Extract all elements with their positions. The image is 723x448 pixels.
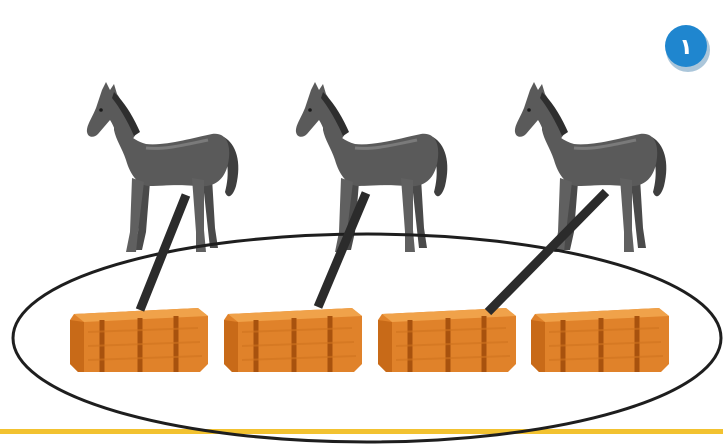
hay-bale-icon (378, 308, 516, 372)
horse-icon (515, 82, 666, 252)
hay-bale-icon (224, 308, 362, 372)
matching-line (488, 192, 606, 312)
horse-icon (87, 82, 238, 252)
hay-bale-icon (70, 308, 208, 372)
bottom-rule (0, 429, 723, 434)
exercise-number: ١ (679, 35, 692, 60)
exercise-number-badge: ١ (665, 25, 710, 72)
horse-icon (296, 82, 447, 252)
hay-bale-icon (531, 308, 669, 372)
